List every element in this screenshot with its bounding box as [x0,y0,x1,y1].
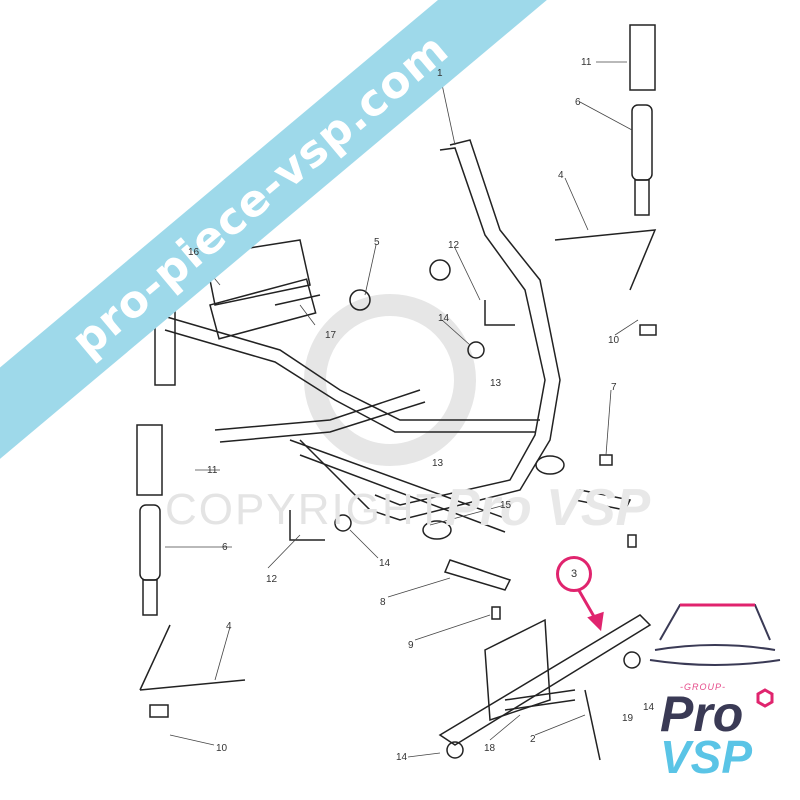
part-label: 11 [207,465,218,476]
part-label: 12 [266,574,278,585]
part-label: 9 [408,640,414,651]
part-label: 2 [530,734,536,745]
part-label: 14 [643,702,655,713]
part-label: 8 [380,597,386,608]
part-label: 15 [500,500,512,511]
part-label: 4 [558,170,564,181]
pro-vsp-logo: -GROUP- Pro VSP [630,590,780,783]
part-label: 13 [490,378,502,389]
part-label: 19 [622,713,634,724]
logo-group-text: -GROUP- [680,682,726,692]
part-label: 14 [396,752,408,763]
brand-watermark: Pro VSP [445,479,651,537]
part-label: 6 [222,542,228,553]
part-label: 16 [188,247,200,258]
highlighted-part-callout: 3 [556,556,592,592]
part-label: 1 [437,68,443,79]
part-label: 10 [216,743,228,754]
part-label: 14 [379,558,391,569]
part-label: 6 [575,97,581,108]
part-label: 14 [438,313,450,324]
part-label: 13 [432,458,444,469]
part-label: 18 [484,743,496,754]
callout-number: 3 [570,568,578,580]
part-label: 10 [608,335,620,346]
logo-pro-text: Pro [660,686,744,742]
part-label: 4 [226,621,232,632]
part-label: 7 [611,382,617,393]
part-label: 12 [448,240,460,251]
part-label: 17 [325,330,337,341]
logo-vsp-text: VSP [660,731,753,783]
copyright-watermark: COPYRIGHT [165,485,445,534]
part-label: 11 [581,57,592,68]
part-label: 5 [374,237,380,248]
